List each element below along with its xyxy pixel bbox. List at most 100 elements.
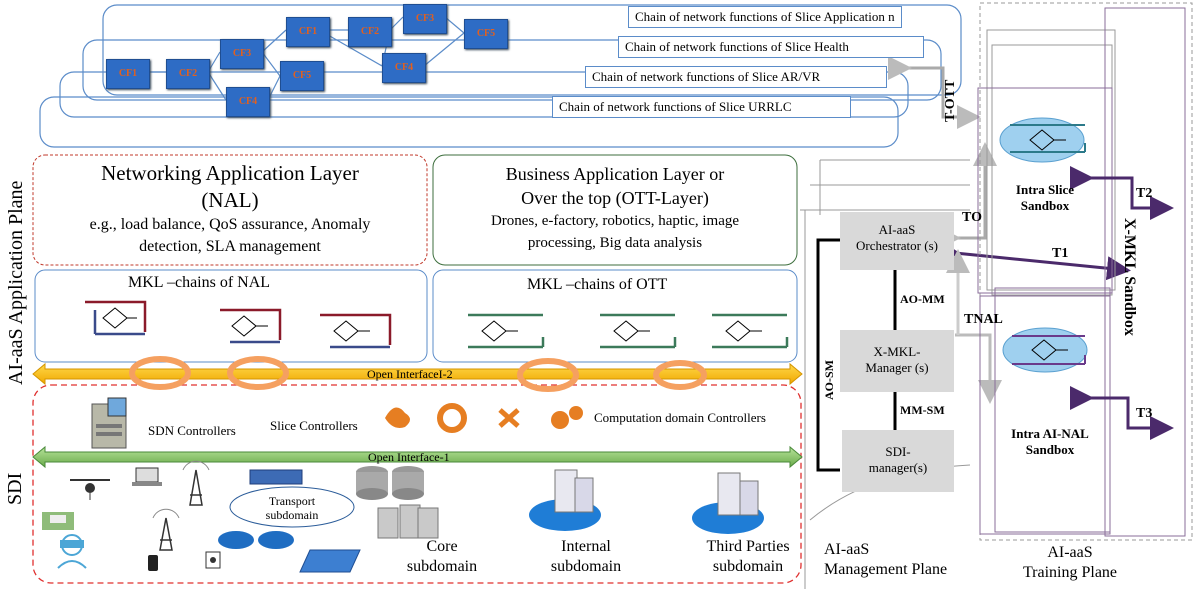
cf1-box: CF1 bbox=[286, 17, 330, 47]
cf5-box: CF5 bbox=[464, 19, 508, 49]
ott-layer: Business Application Layer or Over the t… bbox=[433, 162, 797, 254]
nal-layer: Networking Application Layer (NAL) e.g.,… bbox=[35, 160, 425, 258]
training-plane-boxes bbox=[977, 2, 1193, 541]
transport-line2: subdomain bbox=[265, 508, 319, 522]
chain-label-slice-app-n: Chain of network functions of Slice Appl… bbox=[628, 6, 902, 28]
chain-label-slice-health: Chain of network functions of Slice Heal… bbox=[618, 36, 924, 58]
xmkl-manager-box: X-MKL- Manager (s) bbox=[840, 330, 954, 392]
cf3-box-b: CF3 bbox=[220, 39, 264, 69]
interface2-label: Open InterfaceI-2 bbox=[367, 367, 453, 381]
t1-arrow bbox=[935, 239, 1131, 281]
curved-arrows bbox=[129, 356, 707, 392]
third-party-subdomain: Third Parties subdomain bbox=[688, 537, 808, 577]
mgmt-plane-line1: AI-aaS bbox=[824, 541, 870, 558]
mgmt-plane-line2: Management Plane bbox=[824, 561, 948, 578]
internal-line1: Internal bbox=[561, 538, 611, 555]
tnal-label: TNAL bbox=[964, 312, 1003, 327]
mkl-nal-title: MKL –chains of NAL bbox=[128, 274, 271, 291]
sdi-label: SDI bbox=[4, 472, 26, 505]
t1-label: T1 bbox=[1052, 246, 1069, 261]
cf1-box-b: CF1 bbox=[106, 59, 150, 89]
chain-label-slice-urrlc: Chain of network functions of Slice URRL… bbox=[552, 96, 851, 118]
cf-links bbox=[148, 16, 465, 101]
nal-desc-2: detection, SLA management bbox=[139, 238, 321, 255]
ao-sm-label: AO-SM bbox=[822, 360, 836, 400]
third-party-cloud-icon bbox=[692, 472, 764, 534]
ai-aas-orchestrator-box: AI-aaS Orchestrator (s) bbox=[840, 212, 954, 270]
application-plane-label: AI-aaS Application Plane bbox=[5, 180, 27, 385]
t2-label: T2 bbox=[1136, 186, 1153, 201]
laptop-icon bbox=[132, 467, 162, 486]
transport-switch-icon bbox=[249, 469, 303, 485]
mm-sm-label: MM-SM bbox=[900, 403, 945, 417]
t3-arrow bbox=[1070, 386, 1174, 440]
switch-icon bbox=[299, 549, 361, 573]
ott-box-shape bbox=[432, 154, 798, 266]
core-line1: Core bbox=[426, 538, 458, 555]
intra-slice-cloud bbox=[999, 117, 1086, 163]
cf2-box-b: CF2 bbox=[166, 59, 210, 89]
slice-controller-icons bbox=[385, 403, 583, 433]
sdn-controllers-label: SDN Controllers bbox=[148, 423, 236, 438]
transport-ellipse bbox=[229, 486, 355, 528]
nal-title-abbr: (NAL) bbox=[201, 188, 259, 212]
cf4-box-b: CF4 bbox=[226, 87, 270, 117]
intra-ainal-line1: Intra AI-NAL bbox=[1011, 426, 1089, 441]
third-line1: Third Parties bbox=[706, 538, 790, 555]
ott-title-1: Business Application Layer or bbox=[505, 164, 725, 184]
training-plane-line2: Training Plane bbox=[1022, 564, 1118, 581]
ott-desc-1: Drones, e-factory, robotics, haptic, ima… bbox=[490, 213, 740, 229]
training-plane-line1: AI-aaS bbox=[1047, 544, 1093, 561]
antenna2-icon bbox=[152, 508, 180, 551]
nal-desc-1: e.g., load balance, QoS assurance, Anoma… bbox=[89, 216, 371, 233]
transport-subdomain: Transport subdomain bbox=[236, 494, 348, 522]
phone-icon bbox=[148, 555, 158, 571]
mkl-nal-chains bbox=[85, 300, 392, 349]
xmkl-line2: Manager (s) bbox=[865, 360, 929, 375]
mkl-ott-chains bbox=[468, 313, 789, 349]
internal-subdomain: Internal subdomain bbox=[536, 537, 636, 577]
sdi-mgr-line2: manager(s) bbox=[868, 460, 928, 475]
computation-controllers-label: Computation domain Controllers bbox=[594, 410, 766, 425]
chain-label-slice-arvr: Chain of network functions of Slice AR/V… bbox=[585, 66, 887, 88]
sdi-box-shape bbox=[32, 384, 802, 584]
router-icons bbox=[218, 531, 294, 549]
internal-cloud-icon bbox=[529, 469, 601, 531]
sdi-manager-box: SDI- manager(s) bbox=[842, 430, 954, 492]
drone-icon bbox=[70, 479, 110, 500]
t3-label: T3 bbox=[1136, 406, 1153, 421]
interface1-label: Open Interface-1 bbox=[368, 450, 450, 464]
xmkl-sandbox-label: X-MKL Sandbox bbox=[1121, 218, 1138, 336]
management-plane-label: AI-aaS Management Plane bbox=[824, 540, 947, 580]
device-icons bbox=[42, 460, 361, 573]
mkl-ott-title: MKL –chains of OTT bbox=[527, 276, 668, 293]
sdn-controller-icon bbox=[91, 397, 127, 449]
sensor-icon bbox=[205, 551, 221, 569]
cf2-box: CF2 bbox=[348, 17, 392, 47]
orchestrator-line1: AI-aaS bbox=[878, 222, 916, 237]
intra-ainal-cloud bbox=[1002, 327, 1088, 373]
car-icon bbox=[42, 512, 74, 530]
cf5-box-b: CF5 bbox=[280, 61, 324, 91]
core-line2: subdomain bbox=[406, 558, 478, 575]
third-line2: subdomain bbox=[712, 558, 784, 575]
tnal-arrow bbox=[955, 333, 1002, 404]
xmkl-line1: X-MKL- bbox=[873, 344, 921, 359]
transport-line1: Transport bbox=[268, 494, 316, 508]
nal-title: Networking Application Layer bbox=[101, 161, 359, 185]
nal-box-shape bbox=[32, 154, 428, 266]
mkl-nal-shape bbox=[34, 269, 428, 363]
mgmt-connectors bbox=[816, 238, 897, 472]
t2-arrow bbox=[1070, 166, 1174, 220]
to-arrow bbox=[937, 142, 997, 250]
intra-slice-line2: Sandbox bbox=[1020, 198, 1070, 213]
intra-ainal-line2: Sandbox bbox=[1025, 442, 1075, 457]
intra-ainal-sandbox-label: Intra AI-NAL Sandbox bbox=[1000, 426, 1100, 458]
t-ott-arrow bbox=[888, 56, 981, 129]
internal-line2: subdomain bbox=[550, 558, 622, 575]
vr-user-icon bbox=[57, 534, 87, 569]
orchestrator-line2: Orchestrator (s) bbox=[856, 238, 938, 253]
sdi-mgr-line1: SDI- bbox=[885, 444, 911, 459]
ao-mm-label: AO-MM bbox=[900, 292, 945, 306]
